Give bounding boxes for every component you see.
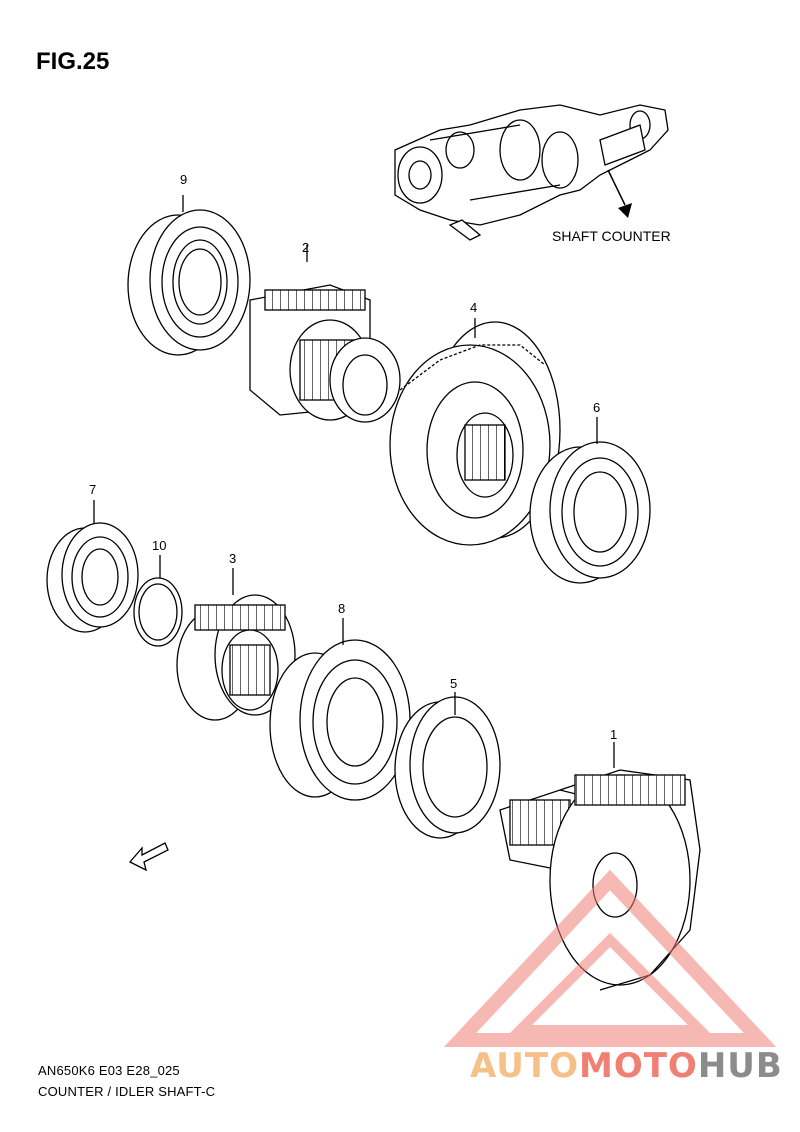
part-number-9: 9 [180, 172, 188, 187]
shaft-assembly-illustration [394, 104, 669, 241]
figure-caption: COUNTER / IDLER SHAFT-C [38, 1084, 216, 1099]
part-number-7: 7 [89, 482, 97, 497]
shaft-counter-label: SHAFT COUNTER [552, 228, 671, 244]
part-number-5: 5 [450, 676, 458, 691]
callout-arrow [607, 169, 632, 218]
part-3-gear [176, 568, 296, 721]
part-9-bearing [127, 195, 251, 356]
part-number-8: 8 [338, 601, 346, 616]
part-number-10: 10 [152, 538, 167, 553]
part-number-4: 4 [470, 300, 478, 315]
fwd-direction-marker [128, 842, 169, 872]
watermark-part2: MOTO [578, 1046, 698, 1086]
figure-code: AN650K6 E03 E28_025 [38, 1063, 180, 1078]
part-10-circlip [133, 555, 183, 647]
part-number-1: 1 [610, 727, 618, 742]
part-number-2: 2 [302, 240, 310, 255]
watermark-brand: AUTOMOTOHUB [470, 1046, 783, 1086]
part-5-oil-seal [394, 692, 501, 839]
part-2-gear [249, 245, 401, 423]
part-7-bearing [46, 500, 139, 633]
watermark-logo-icon [443, 869, 777, 1047]
part-number-3: 3 [229, 551, 237, 566]
part-number-6: 6 [593, 400, 601, 415]
part-8-bearing [269, 618, 411, 801]
part-4-large-gear [389, 318, 561, 546]
watermark-part1: AUTO [470, 1046, 579, 1086]
part-6-bearing [529, 417, 651, 584]
figure-title: FIG.25 [36, 48, 110, 75]
watermark-part3: HUB [697, 1046, 783, 1086]
